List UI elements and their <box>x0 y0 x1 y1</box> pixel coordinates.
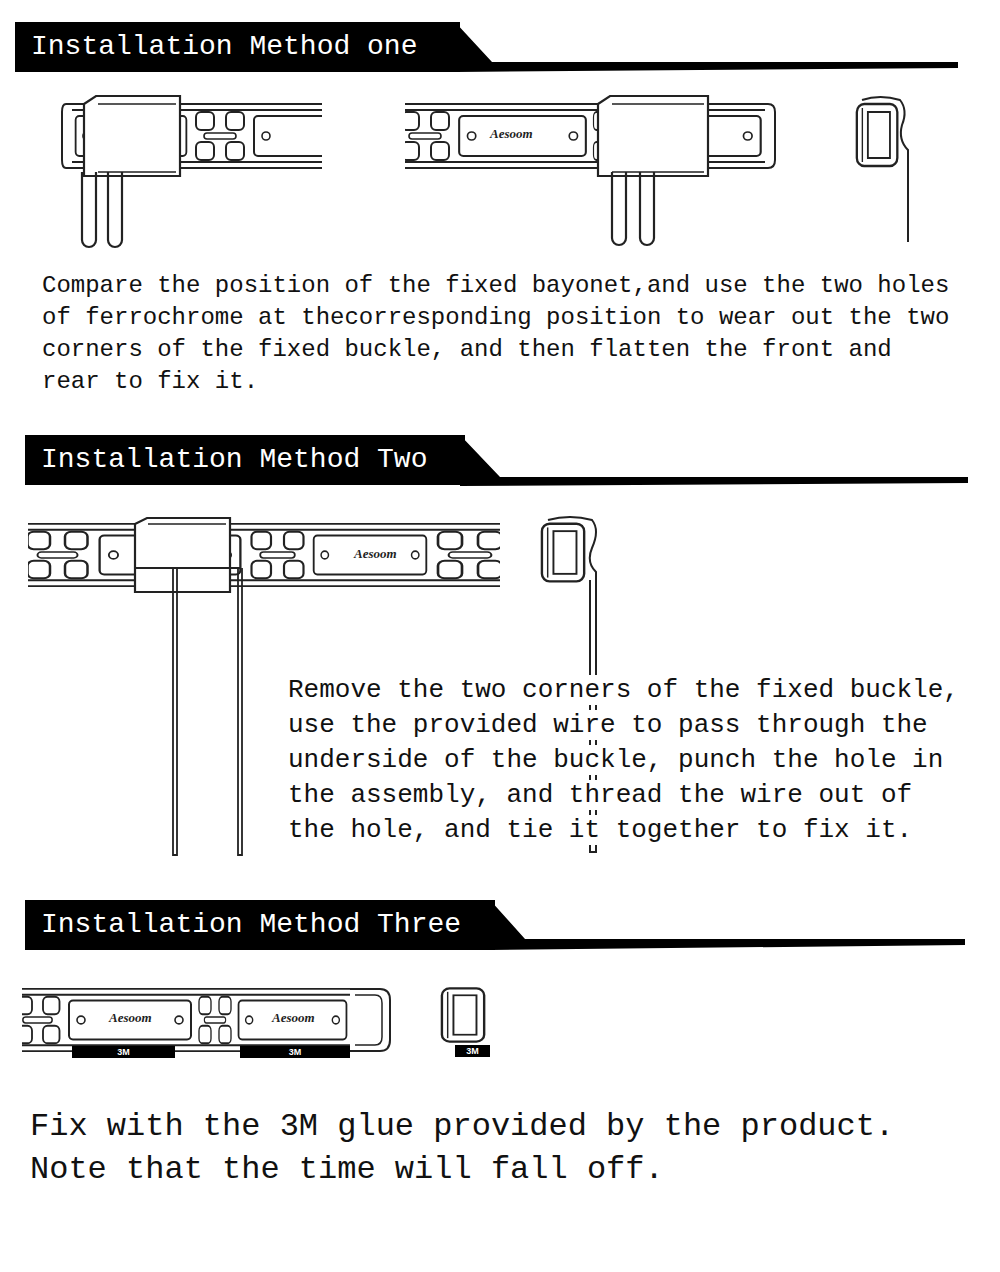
instruction-line: Fix with the 3M glue provided by the pro… <box>30 1108 894 1188</box>
brand-logo: Aesoom <box>108 1010 153 1026</box>
instruction-text: Fix with the 3M glue provided by the pro… <box>30 1105 910 1191</box>
tag-text: 3M <box>466 1046 479 1056</box>
brand-logo: Aesoom <box>353 546 398 562</box>
heading-text: Installation Method one <box>31 31 417 62</box>
section-heading: Installation Method one <box>15 22 460 72</box>
heading-text: Installation Method Two <box>41 444 427 475</box>
adhesive-tag: 3M <box>240 1046 350 1058</box>
section-heading: Installation Method Three <box>25 900 495 950</box>
heading-text: Installation Method Three <box>41 909 461 940</box>
section-heading: Installation Method Two <box>25 435 465 485</box>
adhesive-tag: 3M <box>72 1046 175 1058</box>
tag-text: 3M <box>289 1047 302 1057</box>
instruction-line: Remove the two corners of the fixed buck… <box>288 675 959 845</box>
instruction-text: Compare the position of the fixed bayone… <box>42 270 957 398</box>
instruction-line: Compare the position of the fixed bayone… <box>42 272 949 395</box>
tag-text: 3M <box>117 1047 130 1057</box>
brand-logo: Aesoom <box>271 1010 316 1026</box>
brand-logo: Aesoom <box>489 126 534 142</box>
adhesive-tag: 3M <box>455 1045 490 1057</box>
instruction-text: Remove the two corners of the fixed buck… <box>288 673 968 848</box>
